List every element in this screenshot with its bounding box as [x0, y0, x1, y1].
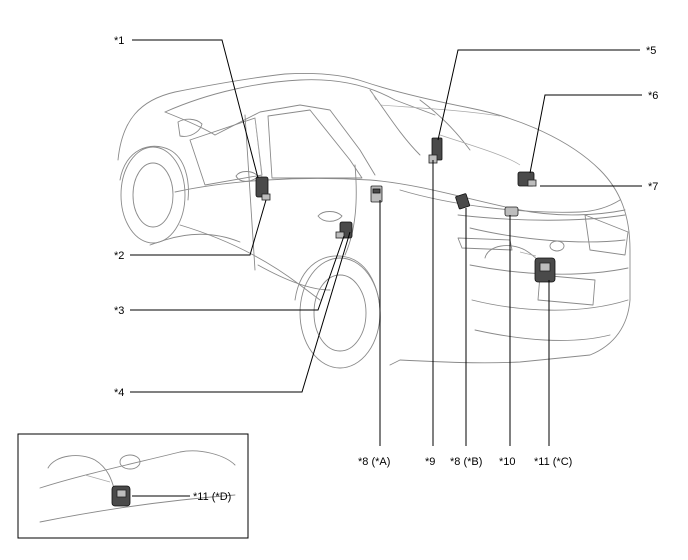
part-5-9-unit	[428, 137, 443, 164]
callout-3: *3	[114, 305, 124, 317]
callout-11c: *11 (*C)	[534, 456, 572, 468]
callout-10: *10	[499, 456, 516, 468]
callout-labels: *1 *2 *3 *4 *5 *6 *7 *8 (*A) *9 *8 (*B) …	[114, 35, 658, 503]
callout-2: *2	[114, 250, 124, 262]
callout-9: *9	[425, 456, 435, 468]
callout-8b: *8 (*B)	[450, 456, 482, 468]
leader-5	[437, 49, 640, 141]
callout-5: *5	[646, 45, 656, 57]
leader-1	[132, 39, 259, 179]
callout-7: *7	[648, 181, 658, 193]
part-8a-module	[370, 185, 383, 203]
inset-detail-box	[17, 433, 249, 539]
leader-3	[130, 235, 345, 311]
callout-4: *4	[114, 387, 124, 399]
door-lock-rear	[335, 221, 353, 239]
part-11c-trunk-lock	[534, 257, 556, 283]
callout-8a: *8 (*A)	[358, 456, 390, 468]
leader-6	[529, 94, 642, 174]
part-10-sensor	[504, 206, 519, 217]
callout-6: *6	[648, 90, 658, 102]
part-8b-module	[455, 193, 471, 210]
leader-lines	[130, 39, 642, 446]
door-lock-front	[255, 176, 271, 201]
leader-2	[130, 199, 267, 256]
car-outline	[117, 72, 631, 369]
callout-11d: *11 (*D)	[193, 491, 231, 503]
callout-1: *1	[114, 35, 124, 47]
part-6-7-unit	[517, 171, 537, 187]
leader-4	[130, 231, 351, 393]
